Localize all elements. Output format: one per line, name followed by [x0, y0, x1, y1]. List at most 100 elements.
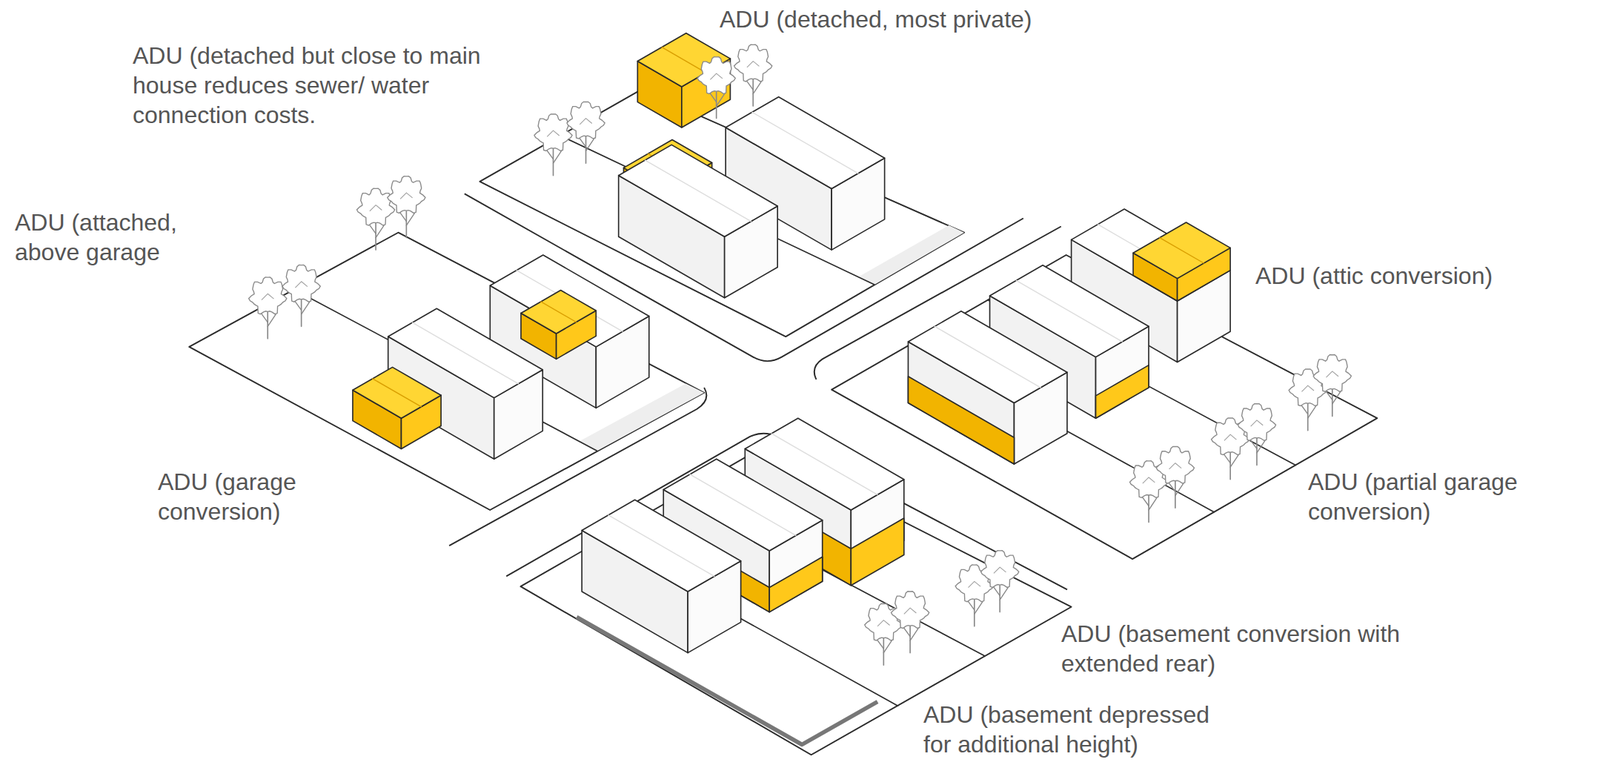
tree	[1313, 354, 1351, 417]
callout-label: ADU (basement conversion with extended r…	[1061, 618, 1447, 679]
tree-branch	[974, 601, 983, 615]
tree	[282, 264, 321, 327]
tree-trunk	[1174, 477, 1177, 508]
driveway	[858, 225, 965, 285]
house-box-ridge	[771, 433, 878, 496]
tree-trunk	[1147, 491, 1150, 522]
house-box-ridge	[689, 474, 796, 536]
tree	[249, 277, 287, 339]
tree-detail	[546, 130, 560, 137]
callout-label: ADU (garage conversion)	[157, 466, 336, 527]
tree-branch	[406, 213, 415, 227]
tree-trunk	[1256, 434, 1258, 465]
tree-detail	[1301, 385, 1314, 392]
tree-branch	[910, 628, 919, 642]
tree-branch	[999, 587, 1008, 601]
house-box-ridge	[644, 160, 751, 222]
callout-label: ADU (detached but close to main house re…	[132, 40, 481, 130]
adu-above-garage-top-face	[520, 289, 596, 333]
tree-trunk	[585, 132, 587, 164]
tree-trunk	[552, 144, 555, 175]
tree	[387, 176, 426, 238]
tree	[566, 101, 605, 164]
adu-attic-top-face	[1133, 222, 1231, 279]
adu-garage-ridge	[372, 378, 422, 407]
tree-detail	[1326, 371, 1340, 378]
extended-rear-outline	[576, 616, 878, 745]
tree-trunk	[300, 295, 303, 327]
callout-label: ADU (basement depressed for additional h…	[923, 699, 1228, 759]
tree-branch	[267, 314, 276, 327]
tree-trunk	[1307, 399, 1309, 430]
tree	[891, 591, 930, 653]
adu-band	[1096, 365, 1149, 419]
tree-trunk	[266, 308, 269, 339]
tree-detail	[294, 281, 308, 288]
tree-canopy	[356, 188, 395, 226]
tree-detail	[579, 118, 593, 125]
tree-trunk	[973, 595, 976, 627]
tree-branch	[1230, 455, 1239, 468]
tree-detail	[1250, 420, 1264, 427]
tree	[697, 57, 736, 119]
city-block	[831, 254, 1377, 559]
tree-trunk	[998, 581, 1001, 612]
tree-branch	[375, 225, 384, 238]
tree-detail	[369, 205, 383, 212]
house-box-top-face	[618, 144, 778, 237]
tree-branch	[752, 81, 762, 95]
tree-branch	[716, 94, 725, 107]
tree-detail	[261, 293, 275, 300]
tree-branch	[301, 301, 310, 315]
tree-trunk	[883, 634, 885, 665]
tree-detail	[968, 581, 982, 587]
tree-canopy	[1237, 403, 1276, 441]
city-block	[188, 232, 705, 510]
house-box-ridge	[608, 515, 715, 577]
adu-detached-ridge	[661, 47, 707, 73]
house-box-ridge	[1016, 280, 1123, 342]
tree-branch	[883, 640, 892, 653]
tree-canopy	[566, 101, 605, 139]
house-box-top-face	[581, 499, 741, 592]
house-box-top-face	[725, 97, 885, 189]
tree-trunk	[715, 87, 718, 118]
tree-canopy	[1313, 354, 1351, 393]
adu-band	[850, 518, 904, 586]
tree-branch	[1148, 497, 1157, 510]
tree	[734, 44, 773, 106]
tree-branch	[1332, 391, 1341, 404]
house-box-ridge	[934, 326, 1041, 388]
tree-detail	[904, 607, 917, 614]
house-box-top-face	[1071, 208, 1231, 301]
tree-canopy	[891, 591, 930, 629]
tree-canopy	[534, 114, 573, 152]
tree-trunk	[752, 75, 754, 106]
tree-branch	[1256, 440, 1266, 453]
tree-branch	[1308, 406, 1317, 419]
tree-canopy	[981, 550, 1019, 588]
callout-label: ADU (detached, most private)	[719, 4, 1033, 35]
callout-label: ADU (attached, above garage	[14, 207, 223, 267]
adu-garage-top-face	[352, 366, 441, 418]
adu-above-garage-ridge	[540, 301, 577, 323]
tree-detail	[400, 192, 413, 199]
tree-detail	[747, 61, 760, 68]
tree-detail	[709, 73, 723, 80]
tree-detail	[877, 620, 891, 627]
tree	[1237, 403, 1276, 466]
buildings-and-trees	[249, 33, 1352, 665]
tree-canopy	[734, 44, 773, 82]
tree-branch	[1175, 483, 1184, 496]
adu-band	[907, 376, 1014, 464]
tree-branch	[553, 151, 562, 164]
tree-trunk	[406, 206, 408, 238]
tree-detail	[1142, 477, 1156, 484]
callout-label: ADU (partial garage conversion)	[1308, 466, 1575, 527]
tree-branch	[586, 138, 595, 152]
tree-detail	[1224, 434, 1237, 441]
adu-attic-ridge	[1159, 237, 1205, 264]
tree-canopy	[249, 277, 287, 315]
tree-canopy	[387, 176, 426, 214]
tree-canopy	[282, 264, 321, 302]
